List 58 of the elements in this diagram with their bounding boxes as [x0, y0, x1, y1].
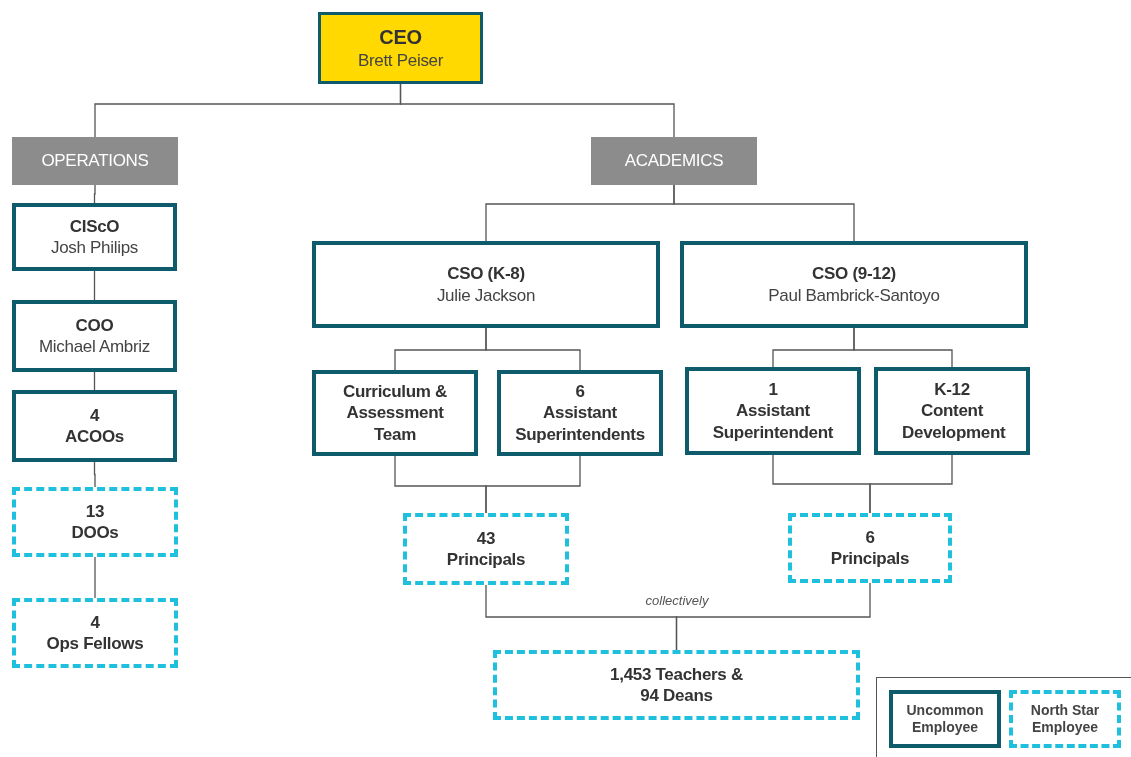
- role-box: [12, 598, 178, 668]
- connector-line: [94, 556, 96, 599]
- role-title: Assistant Superintendent: [711, 400, 835, 443]
- role-title: 6: [575, 381, 585, 403]
- person-name: Brett Peiser: [357, 49, 444, 72]
- person-name: Josh Philips: [50, 237, 139, 259]
- role-title: Ops Fellows: [46, 633, 144, 655]
- role-title: CIScO: [69, 215, 120, 237]
- role-box: [12, 487, 178, 557]
- role-title: 6: [865, 526, 875, 548]
- section-header: [12, 137, 178, 185]
- legend-item: Uncommon Employee: [889, 690, 1001, 748]
- connector-line: [675, 582, 871, 651]
- connector-line: [93, 270, 96, 301]
- role-title: CEO: [379, 24, 422, 50]
- role-title: ACOOs: [65, 426, 124, 448]
- role-title: 1,453 Teachers & 94 Deans: [609, 663, 744, 707]
- role-box: [12, 390, 177, 462]
- role-title: 43: [476, 527, 496, 549]
- role-box: [318, 12, 483, 84]
- role-box: [312, 370, 478, 456]
- connector-line: [485, 327, 581, 371]
- role-box: [493, 650, 860, 720]
- person-name: Julie Jackson: [436, 284, 536, 306]
- role-box: [680, 241, 1028, 328]
- role-box: [12, 203, 177, 271]
- role-box: [497, 370, 663, 456]
- role-title: OPERATIONS: [41, 150, 149, 172]
- connector-line: [399, 83, 675, 138]
- role-box: [403, 513, 569, 585]
- connector-line: [93, 184, 96, 204]
- role-title: Principals: [830, 548, 910, 570]
- role-title: Curriculum & Assessment Team: [341, 381, 449, 445]
- connector-line: [673, 184, 855, 242]
- role-box: [312, 241, 660, 328]
- role-title: 4: [90, 611, 100, 633]
- role-title: Principals: [446, 549, 526, 571]
- role-title: 13: [85, 500, 105, 522]
- role-box: [874, 367, 1030, 455]
- role-box: [685, 367, 861, 455]
- role-title: ACADEMICS: [624, 150, 724, 172]
- section-header: [591, 137, 757, 185]
- role-title: 1: [768, 379, 778, 401]
- role-title: COO: [75, 314, 114, 336]
- connector-line: [869, 454, 953, 514]
- role-title: CSO (9-12): [812, 263, 896, 285]
- role-title: DOOs: [71, 522, 119, 544]
- person-name: Michael Ambriz: [38, 336, 151, 358]
- person-name: Paul Bambrick-Santoyo: [768, 284, 940, 306]
- role-title: Assistant Superintendents: [514, 402, 646, 445]
- role-title: CSO (K-8): [447, 263, 525, 285]
- role-box: [788, 513, 952, 583]
- role-box: [12, 300, 177, 372]
- connector-line: [853, 327, 953, 368]
- connector-line: [485, 455, 581, 514]
- role-title: 4: [89, 404, 100, 426]
- legend-item: North Star Employee: [1009, 690, 1121, 748]
- connector-line: [93, 461, 96, 488]
